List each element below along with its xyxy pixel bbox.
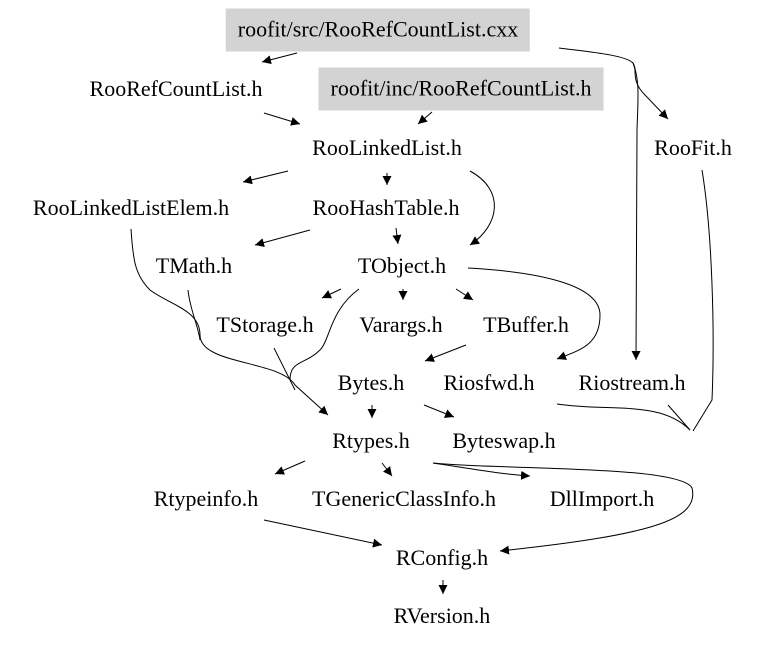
edge-roorefcountlist-h-to-roolinkedlist-h bbox=[263, 112, 301, 126]
edge-src-cxx-to-riostream-h bbox=[631, 62, 641, 361]
node-riostream-h[interactable]: Riostream.h bbox=[578, 370, 686, 395]
node-tgenericclassinfo-h[interactable]: TGenericClassInfo.h bbox=[312, 486, 496, 511]
edge-tobject-h-to-riosfwd-h bbox=[467, 267, 601, 360]
edge-riosfwd-h-to-rconfig-h bbox=[556, 403, 691, 431]
edge-rtypes-h-to-dllimport-h bbox=[432, 462, 531, 480]
edge-tobject-h-to-tstorage-h bbox=[321, 288, 342, 299]
edge-src-cxx-to-roorefcountlist-h bbox=[261, 52, 298, 65]
edge-riostream-h-to-rconfig-h bbox=[667, 404, 691, 431]
edge-tstorage-h-to-rtypes-h bbox=[273, 347, 296, 391]
node-roofit-src-roorefcountlist-cxx[interactable]: roofit/src/RooRefCountList.cxx bbox=[225, 8, 531, 52]
edge-rtypes-h-to-rtypeinfo-h bbox=[274, 460, 306, 475]
edge-bytes-h-to-byteswap-h bbox=[423, 404, 455, 418]
edge-tmath-h-to-rtypes-h bbox=[187, 289, 201, 341]
node-rtypeinfo-h[interactable]: Rtypeinfo.h bbox=[153, 486, 259, 511]
node-bytes-h[interactable]: Bytes.h bbox=[337, 370, 405, 395]
node-rversion-h[interactable]: RVersion.h bbox=[393, 603, 491, 628]
edge-tobject-h-to-tbuffer-h bbox=[455, 288, 474, 301]
node-roorefcountlist-h[interactable]: RooRefCountList.h bbox=[89, 76, 263, 101]
node-rconfig-h[interactable]: RConfig.h bbox=[395, 545, 489, 570]
node-roolinkedlist-h[interactable]: RooLinkedList.h bbox=[312, 135, 462, 160]
node-tbuffer-h[interactable]: TBuffer.h bbox=[483, 312, 569, 337]
node-riosfwd-h[interactable]: Riosfwd.h bbox=[443, 370, 535, 395]
node-rtypes-h[interactable]: Rtypes.h bbox=[332, 428, 410, 453]
node-tobject-h[interactable]: TObject.h bbox=[357, 253, 447, 278]
edge-roolinkedlistelem-h-to-rtypes-h bbox=[130, 228, 329, 416]
edge-inc-h-to-roolinkedlist-h bbox=[417, 111, 433, 125]
edge-tbuffer-h-to-bytes-h bbox=[424, 344, 467, 362]
node-roofit-h[interactable]: RooFit.h bbox=[654, 135, 732, 160]
edge-roolinkedlist-h-to-roolinkedlistelem-h bbox=[242, 170, 289, 185]
edge-roohashtable-h-to-tobject-h bbox=[392, 227, 402, 245]
edge-roolinkedlist-h-to-tobject-h bbox=[469, 170, 495, 246]
edge-tobject-h-to-rtypes-h bbox=[289, 288, 360, 381]
node-byteswap-h[interactable]: Byteswap.h bbox=[452, 428, 556, 453]
node-varargs-h[interactable]: Varargs.h bbox=[359, 312, 443, 337]
node-dllimport-h[interactable]: DllImport.h bbox=[549, 486, 655, 511]
node-roohashtable-h[interactable]: RooHashTable.h bbox=[312, 195, 460, 220]
node-roolinkedlistelem-h[interactable]: RooLinkedListElem.h bbox=[32, 195, 230, 220]
node-tmath-h[interactable]: TMath.h bbox=[155, 253, 233, 278]
node-roofit-inc-roorefcountlist-h[interactable]: roofit/inc/RooRefCountList.h bbox=[318, 67, 604, 111]
node-tstorage-h[interactable]: TStorage.h bbox=[216, 312, 314, 337]
edge-roohashtable-h-to-tmath-h bbox=[254, 229, 311, 247]
edge-roofit-h-to-rconfig-h bbox=[692, 169, 714, 432]
edge-rtypes-h-to-tgenericclassinfo-h bbox=[381, 462, 393, 477]
edge-rtypeinfo-h-to-rconfig-h bbox=[263, 519, 383, 548]
edge-rtypes-h-to-rconfig-h bbox=[432, 462, 694, 555]
